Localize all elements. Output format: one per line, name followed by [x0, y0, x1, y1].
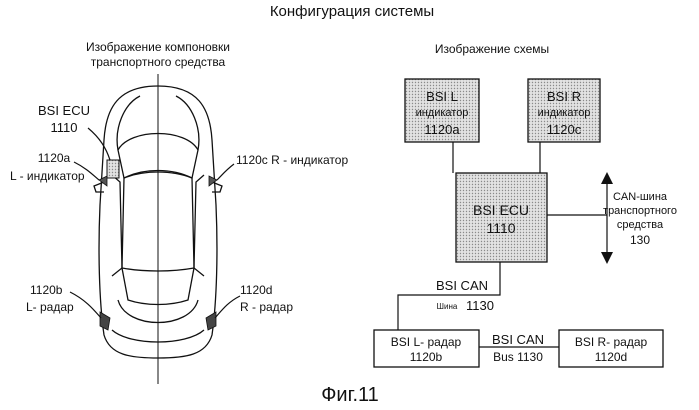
- left-radar-ref-label: 1120b: [30, 283, 63, 297]
- bsi-r-radar-line1: BSI R- радар: [575, 335, 648, 349]
- right-radar-leader-line: [215, 296, 240, 318]
- vehicle-can-bus-line4: 130: [630, 233, 650, 247]
- bsi-l-indicator-line2: индикатор: [416, 107, 469, 119]
- bsi-can-lower-line2: Bus 1130: [493, 350, 543, 364]
- bsi-can-upper-line1: BSI CAN: [436, 278, 488, 293]
- right-radar-mark: [206, 312, 216, 330]
- ecu-name-label: BSI ECU: [38, 103, 90, 118]
- left-radar-name-label: L- радар: [26, 300, 74, 314]
- vehicle-can-bus-line1: CAN-шина: [613, 191, 668, 203]
- layout-heading-line1: Изображение компоновки: [86, 40, 230, 54]
- vehicle-can-bus-line2: транспортного: [603, 205, 677, 217]
- bsi-ecu-line2: 1110: [486, 220, 515, 236]
- ecu-leader-line: [88, 128, 110, 160]
- bsi-r-indicator-line2: индикатор: [538, 107, 591, 119]
- bsi-can-bus-upper-line: [398, 262, 500, 330]
- bsi-l-radar-line2: 1120b: [410, 350, 443, 364]
- figure-caption: Фиг.11: [321, 384, 379, 406]
- bsi-can-lower-line1: BSI CAN: [492, 332, 544, 347]
- figure-title: Конфигурация системы: [270, 3, 434, 20]
- schematic-panel: Изображение схемы BSI L индикатор 1120a …: [374, 42, 677, 367]
- left-radar-mark: [100, 312, 110, 330]
- bsi-r-indicator-line3: 1120c: [547, 122, 582, 137]
- bsi-l-indicator-line1: BSI L: [426, 89, 458, 104]
- ecu-block-on-car: [107, 160, 119, 178]
- bsi-l-indicator-line3: 1120a: [424, 122, 460, 137]
- bsi-can-upper-line2-num: 1130: [466, 298, 494, 313]
- left-indicator-ref-label: 1120a: [38, 151, 71, 165]
- bsi-ecu-line1: BSI ECU: [473, 202, 529, 218]
- left-radar-leader-line: [70, 292, 101, 318]
- bsi-r-indicator-line1: BSI R: [547, 89, 581, 104]
- bsi-r-radar-line2: 1120d: [595, 350, 627, 364]
- left-indicator-name-label: L - индикатор: [10, 169, 85, 183]
- bsi-can-upper-line2-prefix: Шина: [437, 302, 458, 311]
- right-indicator-leader-line: [217, 164, 234, 180]
- vehicle-layout-panel: Изображение компоновки транспортного сре…: [10, 40, 348, 384]
- right-radar-name-label: R - радар: [240, 300, 293, 314]
- layout-heading-line2: транспортного средства: [91, 55, 226, 69]
- vehicle-can-bus-line3: средства: [617, 219, 664, 231]
- schematic-heading: Изображение схемы: [435, 42, 549, 56]
- right-indicator-mark: [209, 176, 217, 186]
- right-radar-ref-label: 1120d: [240, 283, 272, 297]
- bsi-l-radar-line1: BSI L- радар: [391, 335, 462, 349]
- left-indicator-mark: [99, 176, 107, 186]
- right-indicator-label: 1120c R - индикатор: [236, 153, 348, 167]
- ecu-ref-label: 1110: [51, 120, 78, 135]
